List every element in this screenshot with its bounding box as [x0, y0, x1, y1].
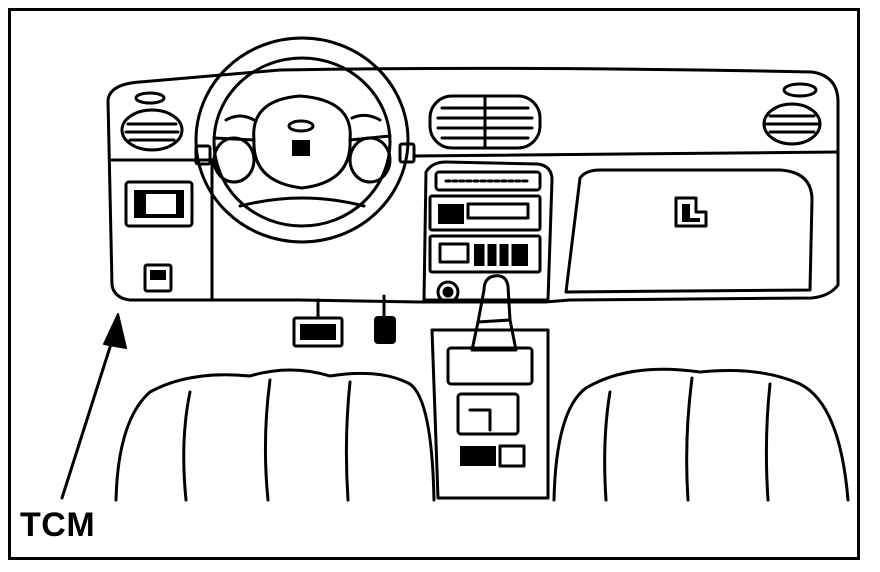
tcm-callout-arrow — [60, 313, 127, 500]
center-air-vent — [428, 94, 542, 150]
right-air-vent — [762, 82, 822, 146]
diagram-frame — [8, 8, 860, 560]
lower-console — [430, 328, 550, 500]
steering-wheel — [194, 36, 416, 244]
accelerator-pedal — [374, 294, 396, 344]
dashboard-panel — [106, 66, 840, 304]
center-console — [422, 160, 554, 304]
right-seat — [552, 367, 850, 502]
left-air-vent — [120, 91, 184, 152]
glove-box — [564, 168, 814, 294]
gear-shifter — [470, 274, 518, 352]
tcm-label: TCM — [20, 506, 96, 544]
brake-pedal — [292, 298, 344, 348]
left-switch-panel — [124, 180, 194, 293]
left-seat — [114, 368, 436, 502]
